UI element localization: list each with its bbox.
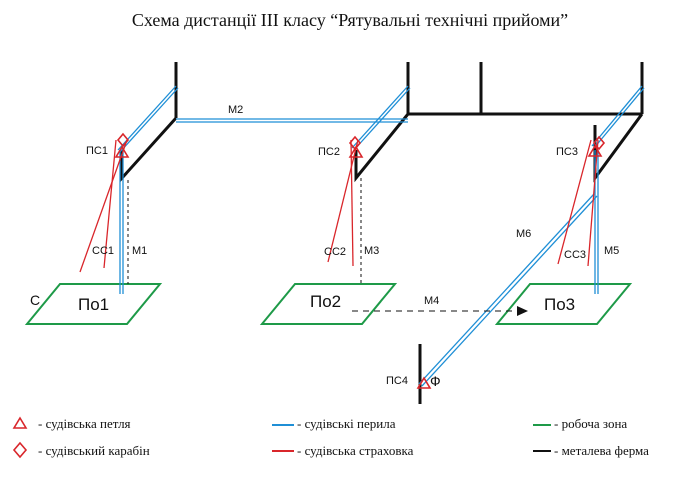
legend-carabiner-icon <box>12 441 28 459</box>
diagram-title: Схема дистанції III класу “Рятувальні те… <box>131 10 569 30</box>
legend-truss-text: - металева ферма <box>554 443 649 458</box>
loop-marker-ps3 <box>587 144 603 157</box>
carabiner-marker-ps2 <box>348 135 362 151</box>
work-zone-1 <box>24 283 163 325</box>
loop-marker-ps2 <box>348 145 364 158</box>
m5-label: М5 <box>604 245 619 257</box>
zone-1-label: По1 <box>78 295 109 314</box>
ss2-label: СС2 <box>324 246 346 258</box>
judicial-belay <box>79 139 599 273</box>
m6-label: М6 <box>516 228 531 240</box>
ps2-label: ПС2 <box>318 146 340 158</box>
carabiner-marker-ps3 <box>592 135 606 151</box>
m1-label: М1 <box>132 245 147 257</box>
legend: - судівська петля - судівський карабін -… <box>12 416 649 459</box>
start-label: С <box>30 292 40 308</box>
finish-label: Ф <box>430 373 441 389</box>
work-zone-2 <box>259 283 398 325</box>
legend-belay-text: - судівська страховка <box>297 443 414 458</box>
zone-2-label: По2 <box>310 292 341 311</box>
legend-work-zone-text: - робоча зона <box>554 416 627 431</box>
metal-truss <box>120 62 644 404</box>
ss1-label: СС1 <box>92 245 114 257</box>
legend-loop-icon <box>12 416 28 429</box>
ps1-label: ПС1 <box>86 145 108 157</box>
ps4-label: ПС4 <box>386 375 408 387</box>
zone-3-label: По3 <box>544 295 575 314</box>
judicial-carabiners <box>116 132 606 151</box>
m4-label: М4 <box>424 295 439 307</box>
judicial-rails <box>117 85 645 387</box>
ps3-label: ПС3 <box>556 146 578 158</box>
loop-marker-ps4 <box>416 376 432 389</box>
loop-marker-ps1 <box>114 145 130 158</box>
legend-rails-text: - судівські перила <box>297 416 396 431</box>
m3-label: М3 <box>364 245 379 257</box>
carabiner-marker-ps1 <box>116 132 130 148</box>
legend-loop-text: - судівська петля <box>38 416 131 431</box>
legend-carabiner-text: - судівський карабін <box>38 443 150 458</box>
judicial-loops <box>114 144 603 389</box>
m2-label: М2 <box>228 104 243 116</box>
ss3-label: СС3 <box>564 249 586 261</box>
m4-arrowhead <box>517 306 528 316</box>
dashed-paths <box>127 178 518 312</box>
